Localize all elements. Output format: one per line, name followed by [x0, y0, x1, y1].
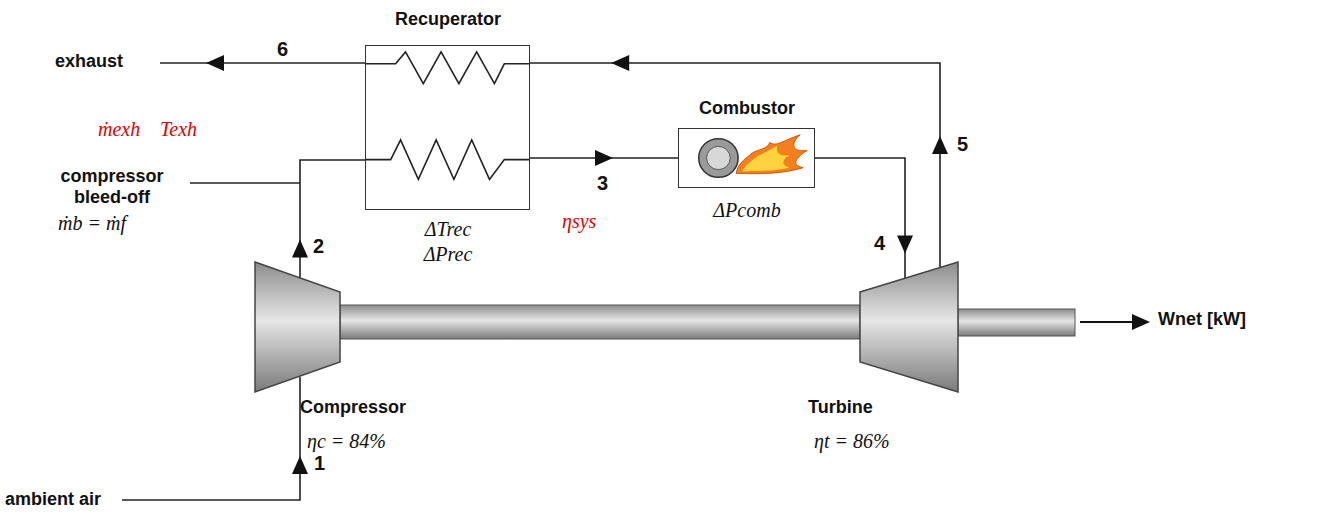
- turbine-shape: Turbineηt = 86%: [860, 262, 958, 392]
- efficiency-label: ηc = 84%: [307, 430, 386, 453]
- compressor-shape: Compressorηc = 84%: [255, 262, 340, 392]
- exhaust-line: [160, 55, 365, 71]
- flow-line: [292, 160, 365, 278]
- component-title: Turbine: [808, 397, 873, 418]
- state-number: 3: [596, 172, 609, 195]
- parameter-label: ΔTrec: [425, 218, 472, 241]
- burner-core: [707, 146, 731, 169]
- flow-line: [530, 55, 948, 268]
- parameter-label: ΔPcomb: [713, 199, 780, 222]
- cold-coil: [366, 140, 529, 180]
- flow-relation: ṁb = ṁf: [58, 212, 126, 235]
- drive-shaft: [340, 305, 860, 339]
- flame-core: [742, 145, 789, 171]
- parameter-label: ΔPrec: [424, 243, 473, 266]
- stream-name: ambient air: [5, 489, 101, 510]
- output-variable: ηsys: [562, 210, 596, 233]
- output-variable: Texh: [160, 118, 197, 141]
- shape-outline: [679, 129, 814, 187]
- component-title: Recuperator: [395, 9, 501, 30]
- inlet-line: [122, 377, 308, 500]
- burner-ring: [699, 139, 738, 178]
- efficiency-label: ηt = 86%: [814, 430, 890, 453]
- power-arrow: [1080, 314, 1150, 330]
- output-shaft: [958, 309, 1075, 336]
- shape-outline: [255, 262, 340, 392]
- bleed-line: [190, 182, 300, 184]
- compressor-outline: [255, 262, 340, 392]
- state-number: 1: [313, 452, 326, 475]
- flow-line: [815, 158, 913, 278]
- stream-name: exhaust: [55, 51, 123, 72]
- flame: [736, 135, 807, 174]
- turbine-outline: [860, 262, 958, 392]
- state-number: 6: [276, 38, 289, 61]
- state-number: 2: [312, 235, 325, 258]
- component-title: Combustor: [699, 98, 795, 119]
- flow-line: [530, 150, 678, 166]
- combustor-box: CombustorΔPcomb: [678, 128, 815, 188]
- stream-name: compressor bleed-off: [42, 166, 182, 207]
- state-number: 4: [873, 232, 886, 255]
- shape-outline: [860, 262, 958, 392]
- output-variable: ṁexh: [98, 118, 140, 141]
- state-number: 5: [956, 133, 969, 156]
- recuperator-box: RecuperatorΔTrecΔPrec: [365, 45, 530, 210]
- shape-outline: [366, 46, 529, 209]
- power-output: Wnet [kW]: [1158, 309, 1246, 330]
- component-title: Compressor: [300, 397, 406, 418]
- hot-coil: [366, 52, 529, 84]
